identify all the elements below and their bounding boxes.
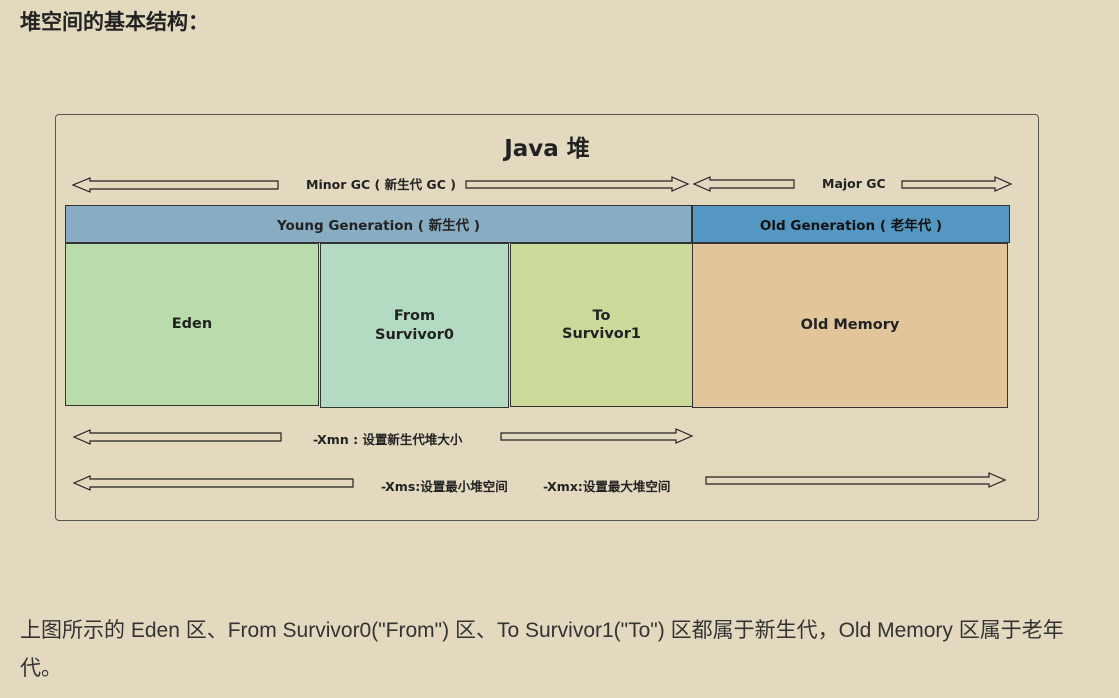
from-survivor-region: From Survivor0 bbox=[320, 243, 509, 408]
minor-gc-label: Minor GC ( 新生代 GC ) bbox=[306, 177, 456, 192]
to-label-line1: To bbox=[592, 307, 611, 324]
young-generation-bar: Young Generation ( 新生代 ) bbox=[65, 205, 692, 243]
eden-region: Eden bbox=[65, 243, 319, 406]
xmn-label: -Xmn : 设置新生代堆大小 bbox=[313, 432, 463, 447]
old-memory-label: Old Memory bbox=[800, 317, 900, 334]
major-gc-arrow-right bbox=[901, 176, 1013, 192]
xmn-arrow-left bbox=[72, 429, 282, 445]
xms-label: -Xms:设置最小堆空间 bbox=[381, 479, 508, 494]
xmx-arrow-right bbox=[705, 472, 1007, 488]
eden-label: Eden bbox=[171, 316, 213, 333]
xmx-label: -Xmx:设置最大堆空间 bbox=[543, 479, 671, 494]
old-memory-region: Old Memory bbox=[692, 243, 1008, 408]
minor-gc-arrow-right bbox=[465, 176, 690, 192]
to-survivor-region: To Survivor1 bbox=[510, 243, 693, 407]
from-label-line2: Survivor0 bbox=[375, 326, 454, 343]
minor-gc-arrow-left bbox=[71, 177, 279, 193]
to-label-line2: Survivor1 bbox=[562, 326, 641, 342]
major-gc-arrow-left bbox=[692, 176, 795, 192]
old-generation-bar: Old Generation ( 老年代 ) bbox=[692, 205, 1010, 243]
section-heading: 堆空间的基本结构： bbox=[20, 10, 209, 34]
diagram-title: Java 堆 bbox=[504, 136, 590, 162]
description-paragraph: 上图所示的 Eden 区、From Survivor0("From") 区、To… bbox=[20, 619, 1064, 680]
xmn-arrow-right bbox=[500, 428, 694, 444]
major-gc-label: Major GC bbox=[822, 176, 886, 191]
xms-arrow-left bbox=[72, 475, 354, 491]
from-label-line1: From bbox=[393, 308, 436, 325]
java-heap-diagram: Java 堆 Minor bbox=[55, 114, 1039, 521]
arrows-layer bbox=[71, 176, 1013, 491]
